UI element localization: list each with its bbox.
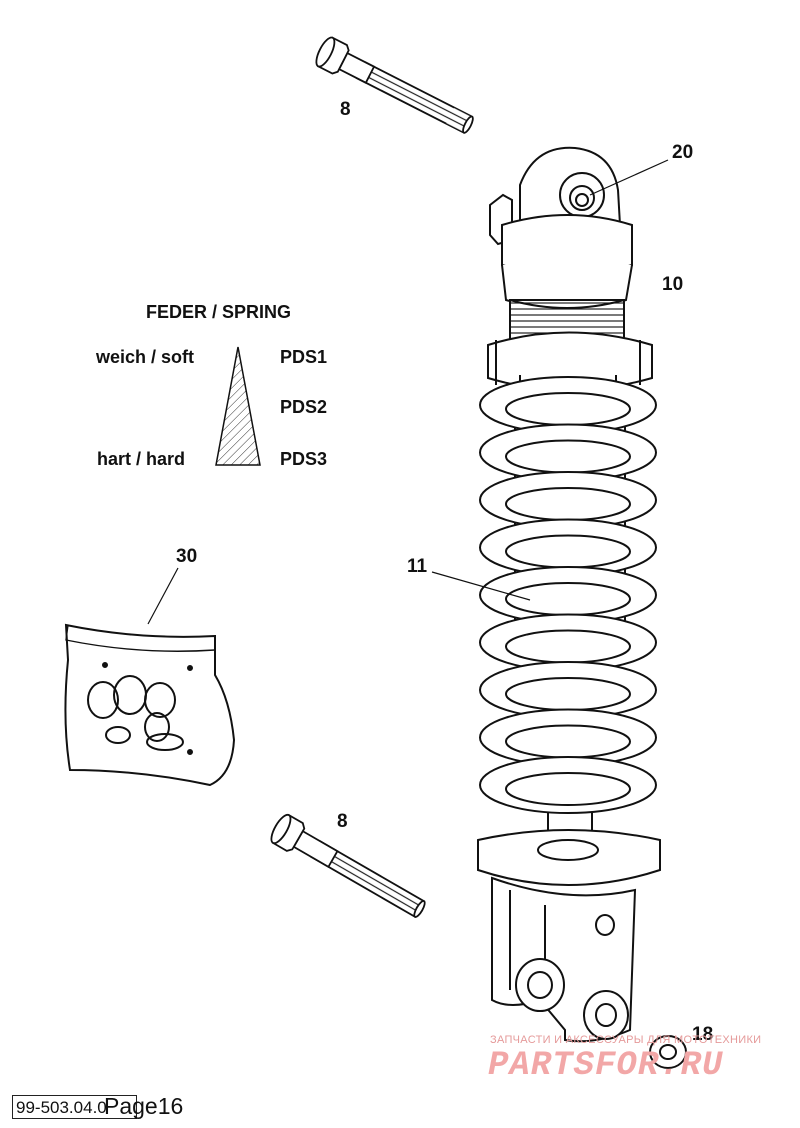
legend-pds3: PDS3	[280, 449, 328, 469]
watermark-logo: PARTSFOR.RU	[488, 1047, 724, 1085]
label-kit: 30	[176, 546, 198, 567]
spring	[479, 376, 657, 814]
legend-pds1: PDS1	[280, 347, 328, 367]
legend-soft: weich / soft	[96, 347, 195, 367]
label-bolt-top: 8	[340, 99, 351, 120]
legend-title: FEDER / SPRING	[146, 302, 292, 322]
bolt-bottom	[270, 813, 426, 919]
spring-hardness-wedge	[215, 346, 261, 466]
label-shock: 10	[662, 274, 684, 295]
washer	[649, 1035, 687, 1069]
spring-coil-inner	[505, 772, 631, 806]
label-bushing: 20	[672, 142, 694, 163]
legend-pds2: PDS2	[280, 397, 328, 417]
document-code: 99-503.04.0	[12, 1095, 137, 1119]
legend-hard: hart / hard	[97, 449, 186, 469]
spring-coil	[479, 756, 657, 814]
label-spring: 11	[407, 556, 428, 577]
page-number: Page16	[104, 1093, 184, 1119]
label-bolt-bottom: 8	[337, 811, 348, 832]
seal-kit-bag	[64, 623, 236, 787]
label-washer: 18	[692, 1024, 714, 1045]
watermark-tagline: ЗАПЧАСТИ И АКСЕССУАРЫ ДЛЯ МОТОТЕХНИКИ	[490, 1034, 762, 1046]
leader-lines	[147, 159, 669, 625]
bolt-top	[315, 36, 474, 134]
